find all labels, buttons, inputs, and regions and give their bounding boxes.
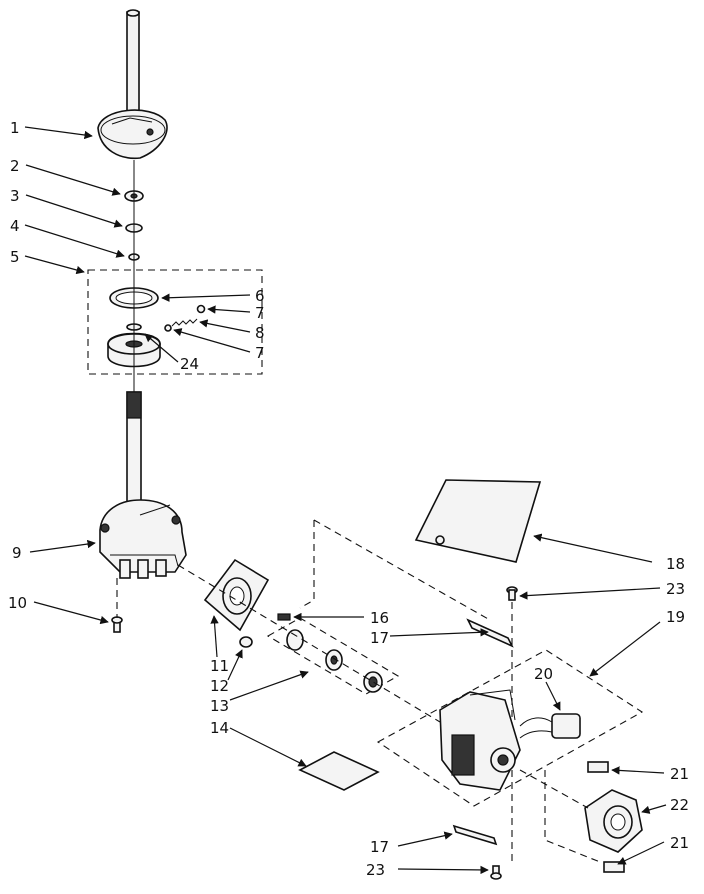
part-10-screw (111, 616, 123, 633)
part-13-bearing-a (286, 629, 304, 651)
part-16-pin (277, 613, 291, 621)
leader-lines (24, 126, 667, 875)
callout-3: 3 (10, 187, 20, 205)
callout-22: 22 (670, 796, 689, 814)
agitator-shaft-top (126, 9, 140, 133)
callout-labels: 1 2 3 4 5 6 7 8 7 24 9 10 11 12 13 14 16… (8, 119, 689, 879)
part-13-kit-box (266, 617, 400, 695)
callout-17-lower: 17 (370, 838, 389, 856)
part-5-kit-box (87, 269, 263, 375)
callout-10: 10 (8, 594, 27, 612)
part-21-clamp-lower (603, 861, 625, 873)
part-18-shield (414, 479, 542, 563)
part-7-cap-lower (164, 324, 172, 332)
part-17-clip-lower (452, 824, 498, 846)
motor-body (439, 689, 521, 791)
callout-1: 1 (10, 119, 20, 137)
part-21-clamp-upper (587, 761, 609, 773)
part-13-bearing-b (325, 649, 343, 671)
part-1-cam-assembly (97, 109, 168, 160)
callout-20: 20 (534, 665, 553, 683)
callout-12: 12 (210, 677, 229, 695)
part-8-spring (171, 318, 198, 327)
callout-2: 2 (10, 157, 20, 175)
callout-11: 11 (210, 657, 229, 675)
callout-19: 19 (666, 608, 685, 626)
part-12-nut (239, 636, 253, 648)
part-23-screw-lower (490, 865, 502, 880)
callout-8: 8 (255, 324, 265, 342)
callout-9: 9 (12, 544, 22, 562)
part-22-pump (584, 789, 643, 853)
part-9-gearcase (99, 499, 187, 579)
callout-21-upper: 21 (670, 765, 689, 783)
callout-17-upper: 17 (370, 629, 389, 647)
part-13-bearing-c (363, 671, 383, 693)
callout-5: 5 (10, 248, 20, 266)
part-20-switch (519, 713, 581, 739)
part-7-cap-upper (196, 304, 206, 314)
callout-6: 6 (255, 287, 265, 305)
callout-23-lower: 23 (366, 861, 385, 879)
callout-7-upper: 7 (255, 304, 265, 322)
callout-13: 13 (210, 697, 229, 715)
callout-23-upper: 23 (666, 580, 685, 598)
belt-path (299, 520, 315, 609)
callout-14: 14 (210, 719, 229, 737)
callout-21-lower: 21 (670, 834, 689, 852)
part-14-gasket (298, 751, 380, 791)
lower-drive-shaft (126, 391, 142, 513)
callout-18: 18 (666, 555, 685, 573)
part-19-kit-box (376, 649, 644, 807)
callout-24: 24 (180, 355, 199, 373)
callout-7-lower: 7 (255, 344, 265, 362)
part-23-screw-upper (506, 586, 518, 601)
callout-16: 16 (370, 609, 389, 627)
callout-4: 4 (10, 217, 20, 235)
part-17-clip-upper (466, 618, 514, 648)
